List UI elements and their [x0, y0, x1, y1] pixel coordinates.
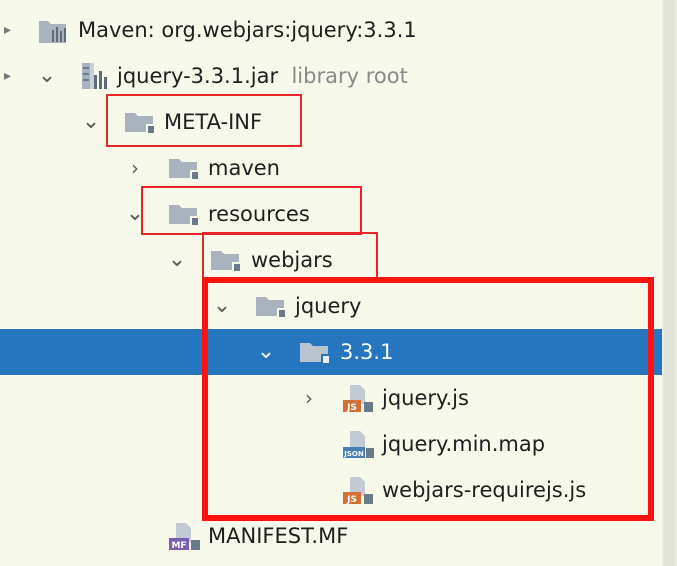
tree-row-label: Maven: org.webjars:jquery:3.3.1: [78, 18, 417, 42]
jar-icon: [80, 61, 110, 96]
folder-icon: [168, 202, 202, 233]
project-tree: ▸ Maven: org.webjars:jquery:3.3.1 ▸ ⌄: [0, 7, 662, 559]
file-badge-text: MF: [171, 541, 186, 551]
tree-row-label: maven: [208, 156, 280, 180]
tree-row-label: resources: [208, 202, 310, 226]
chevron-down-icon[interactable]: ⌄: [81, 109, 101, 134]
folder-icon: [124, 110, 158, 141]
tree-row-version-3-3-1[interactable]: ⌄ 3.3.1: [0, 329, 662, 375]
tree-row-label: jquery.js: [382, 386, 469, 410]
chevron-down-icon[interactable]: ⌄: [212, 293, 232, 318]
folder-icon: [210, 248, 244, 279]
tree-row-jquery-js[interactable]: › JS jquery.js: [0, 375, 662, 421]
tree-row-label: jquery.min.map: [382, 432, 546, 456]
file-badge-text: JSON: [343, 450, 364, 458]
tree-row-webjars[interactable]: ⌄ webjars: [0, 237, 662, 283]
folder-icon: [168, 156, 202, 187]
js-file-icon: JS: [342, 476, 376, 511]
tree-row-label: 3.3.1: [340, 340, 394, 364]
folder-icon: [255, 294, 289, 325]
chevron-down-icon[interactable]: ⌄: [37, 63, 57, 88]
library-root-hint: library root: [291, 64, 408, 88]
tree-row-manifest[interactable]: MF MANIFEST.MF: [0, 513, 662, 559]
chevron-down-icon[interactable]: ⌄: [125, 201, 145, 226]
collapsed-indicator: ▸: [4, 22, 12, 38]
collapsed-indicator: ▸: [4, 68, 12, 84]
js-file-icon: JS: [342, 384, 376, 419]
tree-row-label: webjars: [251, 248, 333, 272]
tree-row-label: jquery: [295, 294, 362, 318]
file-badge-text: JS: [346, 495, 357, 505]
chevron-down-icon[interactable]: ⌄: [256, 339, 276, 364]
tree-row-jar[interactable]: ▸ ⌄ jquery-3.3.1.jar library root: [0, 53, 662, 99]
tree-row-webjars-requirejs[interactable]: JS webjars-requirejs.js: [0, 467, 662, 513]
tree-row-resources[interactable]: ⌄ resources: [0, 191, 662, 237]
maven-library-icon: [38, 17, 68, 50]
file-badge-text: JS: [346, 403, 357, 413]
tree-row-label: jquery-3.3.1.jar library root: [117, 64, 408, 88]
chevron-right-icon[interactable]: ›: [305, 386, 313, 410]
scrollbar-thumb[interactable]: [664, 0, 675, 566]
vertical-scrollbar[interactable]: [662, 0, 677, 566]
chevron-right-icon[interactable]: ›: [131, 156, 139, 180]
tree-row-meta-inf[interactable]: ⌄ META-INF: [0, 99, 662, 145]
tree-row-label: webjars-requirejs.js: [382, 478, 587, 502]
tree-row-label: META-INF: [164, 110, 263, 134]
tree-row-maven[interactable]: › maven: [0, 145, 662, 191]
manifest-file-icon: MF: [168, 522, 202, 557]
tree-row-jquery-min-map[interactable]: JSON jquery.min.map: [0, 421, 662, 467]
json-file-icon: JSON: [342, 430, 376, 465]
folder-icon: [299, 340, 333, 371]
tree-row-label: MANIFEST.MF: [208, 524, 349, 548]
chevron-down-icon[interactable]: ⌄: [167, 247, 187, 272]
tree-row-jquery[interactable]: ⌄ jquery: [0, 283, 662, 329]
tree-row-maven-library[interactable]: ▸ Maven: org.webjars:jquery:3.3.1: [0, 7, 662, 53]
